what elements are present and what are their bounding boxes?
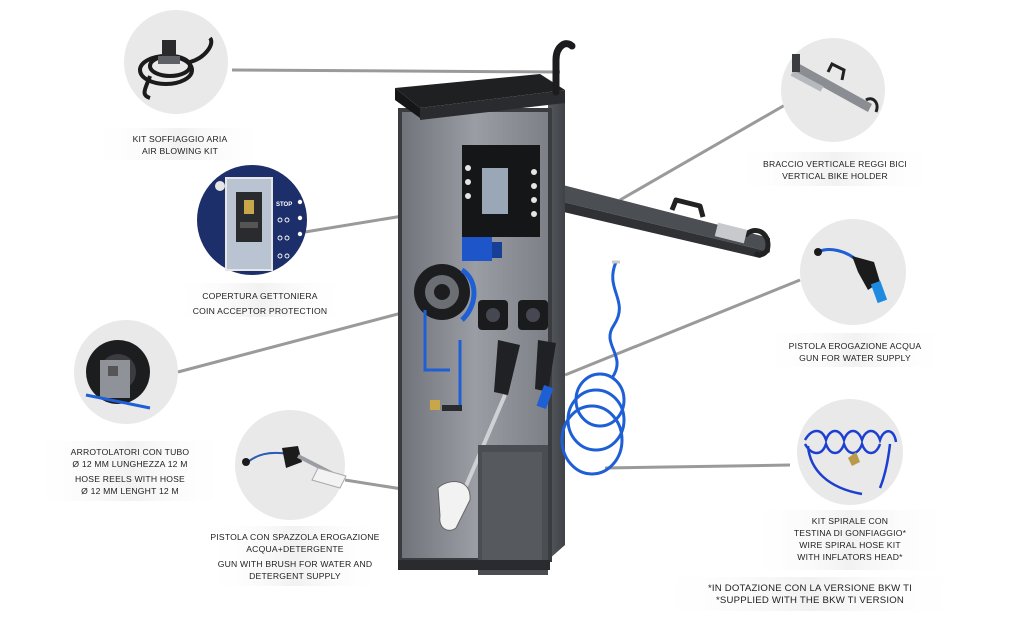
label-bike-holder-en: VERTICAL BIKE HOLDER bbox=[782, 171, 888, 181]
leader-water-gun bbox=[564, 278, 801, 377]
label-hose-reels-en-2: Ø 12 mm LENGHT 12 m bbox=[81, 486, 179, 496]
label-coin-cover: COPERTURA GETTONIERA COIN ACCEPTOR PROTE… bbox=[165, 290, 355, 317]
circle-spiral-kit bbox=[797, 399, 903, 505]
label-air-kit-en: AIR BLOWING KIT bbox=[141, 146, 219, 156]
spiral-hose-icon bbox=[803, 429, 898, 496]
label-air-kit-it: KIT SOFFIAGGIO ARIA bbox=[132, 134, 228, 144]
label-spiral-kit-en-1: WIRE SPIRAL HOSE KIT bbox=[799, 540, 901, 550]
label-hose-reels: ARROTOLATORI CON TUBO Ø 12 mm LUNGHEZZA … bbox=[30, 446, 230, 497]
circle-coin-cover: STOP bbox=[197, 165, 307, 275]
leader-air-kit bbox=[231, 68, 561, 74]
footnote: *IN DOTAZIONE CON LA VERSIONE BKW TI *SU… bbox=[655, 583, 965, 607]
label-brush-gun-en-2: DETERGENT SUPPLY bbox=[249, 571, 341, 581]
label-brush-gun-en-1: GUN WITH BRUSH FOR WATER AND bbox=[217, 559, 373, 569]
label-coin-cover-en: COIN ACCEPTOR PROTECTION bbox=[192, 306, 328, 316]
label-brush-gun: PISTOLA CON SPAZZOLA EROGAZIONE ACQUA+DE… bbox=[200, 531, 390, 582]
water-gun-icon bbox=[814, 248, 888, 304]
bike-holder-arm bbox=[555, 183, 771, 258]
wash-cabinet bbox=[395, 40, 771, 575]
label-bike-holder: BRACCIO VERTICALE REGGI BICI VERTICAL BI… bbox=[730, 158, 940, 182]
label-hose-reels-it-1: ARROTOLATORI CON TUBO bbox=[70, 447, 190, 457]
bike-icons bbox=[277, 217, 290, 259]
leader-lines bbox=[177, 68, 801, 497]
coin-panel-stop-text: STOP bbox=[276, 202, 292, 208]
leader-hose-reels bbox=[177, 303, 433, 374]
label-spiral-kit: KIT SPIRALE CON TESTINA DI GONFIAGGIO* W… bbox=[750, 515, 950, 563]
circle-air-kit bbox=[124, 10, 228, 114]
leader-spiral-kit bbox=[604, 463, 791, 470]
label-coin-cover-it: COPERTURA GETTONIERA bbox=[202, 291, 318, 301]
circle-hose-reels bbox=[74, 320, 178, 424]
label-bike-holder-it: BRACCIO VERTICALE REGGI BICI bbox=[763, 159, 907, 169]
air-blowing-hose-icon bbox=[138, 36, 214, 100]
hose-reel-icon bbox=[85, 340, 151, 410]
label-water-gun: PISTOLA EROGAZIONE ACQUA GUN FOR WATER S… bbox=[760, 340, 950, 364]
label-water-gun-it: PISTOLA EROGAZIONE ACQUA bbox=[788, 341, 922, 351]
footnote-it: *IN DOTAZIONE CON LA VERSIONE BKW TI bbox=[707, 583, 913, 594]
circle-bike-holder bbox=[781, 38, 885, 142]
label-brush-gun-it-1: PISTOLA CON SPAZZOLA EROGAZIONE bbox=[210, 532, 380, 542]
bike-holder-arm-icon bbox=[790, 54, 879, 113]
leader-bike-holder bbox=[619, 103, 786, 202]
coin-acceptor-panel-icon bbox=[215, 177, 273, 271]
circle-brush-gun bbox=[235, 410, 347, 520]
label-hose-reels-en-1: HOSE REELS WITH HOSE bbox=[74, 474, 185, 484]
label-water-gun-en: GUN FOR WATER SUPPLY bbox=[799, 353, 911, 363]
label-air-kit: KIT SOFFIAGGIO ARIA AIR BLOWING KIT bbox=[95, 133, 265, 157]
label-spiral-kit-en-2: WITH INFLATORS HEAD* bbox=[797, 552, 903, 562]
circle-water-gun bbox=[800, 219, 906, 325]
label-brush-gun-it-2: ACQUA+DETERGENTE bbox=[246, 544, 344, 554]
spiral-hose bbox=[560, 260, 626, 476]
brush-gun-icon bbox=[242, 446, 347, 489]
label-spiral-kit-it-1: KIT SPIRALE CON bbox=[811, 516, 889, 526]
label-bands bbox=[30, 128, 970, 611]
label-spiral-kit-it-2: TESTINA DI GONFIAGGIO* bbox=[793, 528, 907, 538]
footnote-en: *SUPPLIED WITH THE BKW TI VERSION bbox=[715, 595, 905, 606]
label-hose-reels-it-2: Ø 12 mm LUNGHEZZA 12 m bbox=[72, 459, 188, 469]
